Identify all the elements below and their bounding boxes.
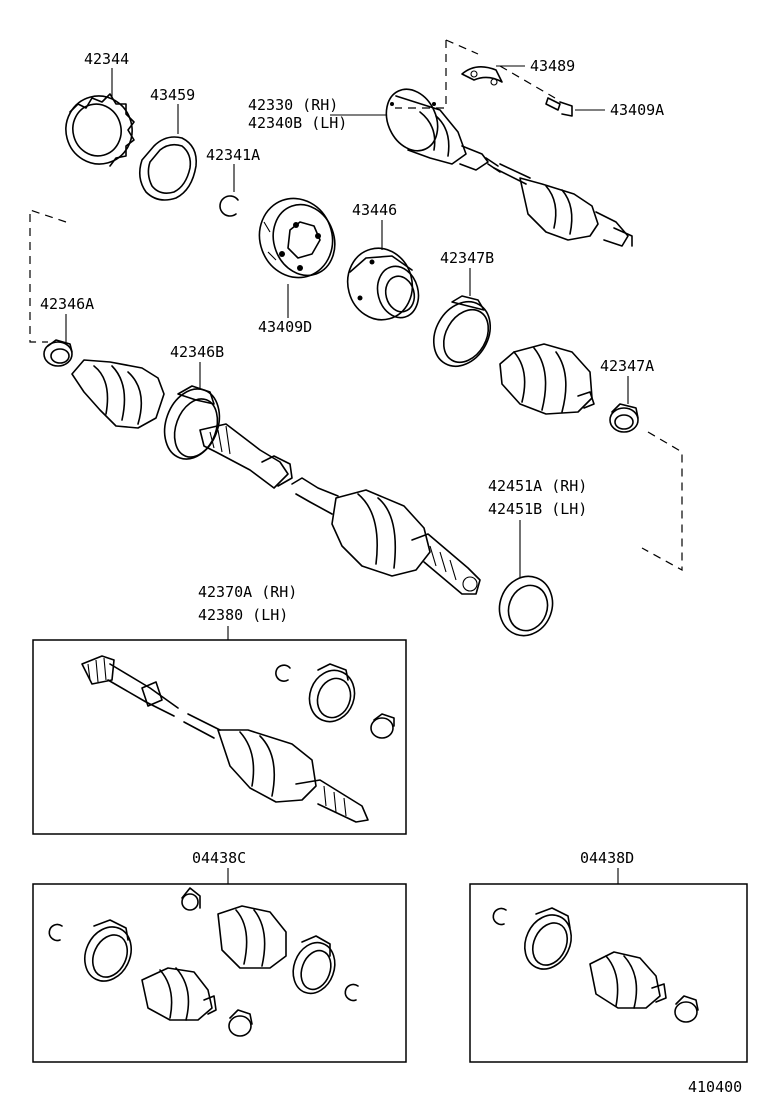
label-04438d[interactable]: 04438D bbox=[580, 849, 634, 867]
boot-kit-04438d[interactable] bbox=[492, 907, 699, 1023]
clamp-42347a[interactable] bbox=[609, 403, 639, 433]
label-04438c[interactable]: 04438C bbox=[192, 849, 246, 867]
label-43409d[interactable]: 43409D bbox=[258, 318, 312, 336]
clamp-42346b[interactable] bbox=[155, 381, 228, 466]
label-43446[interactable]: 43446 bbox=[352, 201, 397, 219]
boot-kit-04438c[interactable] bbox=[48, 887, 359, 1037]
label-42344[interactable]: 42344 bbox=[84, 50, 129, 68]
outboard-boot[interactable] bbox=[499, 343, 595, 415]
snap-ring-43459[interactable] bbox=[138, 136, 198, 201]
clip-42341a[interactable] bbox=[219, 195, 239, 217]
boot-kit-04438d-box bbox=[469, 883, 748, 1063]
clip-43489[interactable] bbox=[461, 66, 503, 86]
label-43459[interactable]: 43459 bbox=[150, 86, 195, 104]
label-42346a[interactable]: 42346A bbox=[40, 295, 94, 313]
cv-joint-43409d[interactable] bbox=[248, 188, 344, 288]
label-42346b[interactable]: 42346B bbox=[170, 343, 224, 361]
bolt-43409a[interactable] bbox=[545, 97, 573, 117]
figure-number: 410400 bbox=[688, 1078, 742, 1096]
label-42340b-lh[interactable]: 42340B (LH) bbox=[248, 114, 347, 132]
label-42370a-rh[interactable]: 42370A (RH) bbox=[198, 583, 297, 601]
clamp-42347b[interactable] bbox=[422, 292, 501, 377]
box1-clamp-small[interactable] bbox=[370, 713, 395, 739]
tone-ring-42344[interactable] bbox=[58, 89, 139, 172]
label-43409a[interactable]: 43409A bbox=[610, 101, 664, 119]
seal-42451[interactable] bbox=[491, 569, 560, 643]
clamp-42346a[interactable] bbox=[43, 339, 73, 367]
label-42341a[interactable]: 42341A bbox=[206, 146, 260, 164]
main-shaft[interactable] bbox=[199, 423, 481, 595]
label-42380-lh[interactable]: 42380 (LH) bbox=[198, 606, 288, 624]
assembly-dashed-lines bbox=[29, 39, 683, 572]
label-42347b[interactable]: 42347B bbox=[440, 249, 494, 267]
drive-shaft-assembly-42330[interactable] bbox=[377, 81, 633, 247]
label-42347a[interactable]: 42347A bbox=[600, 357, 654, 375]
boot-kit-04438c-box bbox=[32, 883, 407, 1063]
shaft-assembly-42370a[interactable] bbox=[81, 655, 369, 823]
box1-clamp-large[interactable] bbox=[302, 663, 361, 728]
box1-clip[interactable] bbox=[275, 664, 291, 682]
inboard-boot[interactable] bbox=[71, 359, 165, 429]
label-42451a-rh[interactable]: 42451A (RH) bbox=[488, 477, 587, 495]
shaft-assembly-box bbox=[32, 639, 407, 835]
hub-43446[interactable] bbox=[340, 241, 424, 327]
label-42451b-lh[interactable]: 42451B (LH) bbox=[488, 500, 587, 518]
label-43489[interactable]: 43489 bbox=[530, 57, 575, 75]
label-42330-rh[interactable]: 42330 (RH) bbox=[248, 96, 338, 114]
leader-lines bbox=[65, 65, 629, 884]
